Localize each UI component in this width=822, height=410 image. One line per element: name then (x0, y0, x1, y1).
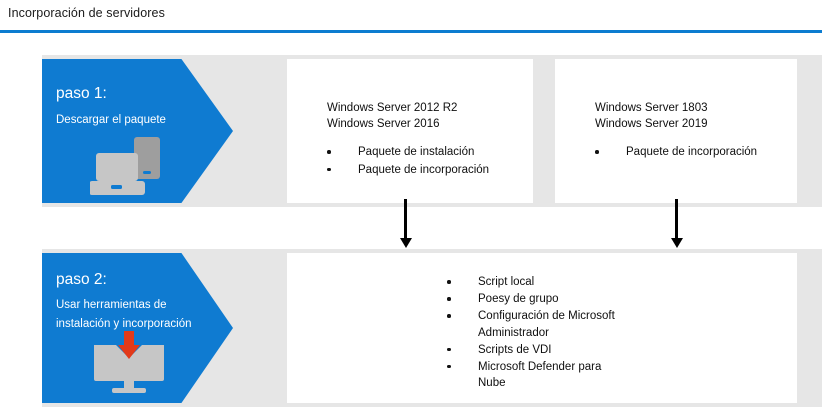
monitor-download-icon (90, 331, 168, 402)
list-item: Paquete de incorporación (595, 144, 757, 161)
step-2-subtitle: Usar herramientas de instalación y incor… (56, 299, 192, 330)
list-item: Microsoft Defender para Nube (447, 359, 615, 392)
modern-os-box: Windows Server 1803 Windows Server 2019 … (555, 59, 797, 203)
legacy-os-box: Windows Server 2012 R2 Windows Server 20… (287, 59, 533, 203)
title-underline-rule (0, 30, 822, 33)
arrow-modern-to-tools-icon (670, 199, 683, 248)
legacy-os-lines: Windows Server 2012 R2 Windows Server 20… (327, 102, 458, 130)
arrow-legacy-to-tools-icon (399, 199, 412, 248)
legacy-package-list: Paquete de instalación Paquete de incorp… (327, 144, 489, 179)
list-item: Poesy de grupo (447, 291, 615, 308)
modern-package-list: Paquete de incorporación (595, 144, 757, 162)
list-item: Paquete de instalación (327, 144, 489, 161)
list-item: Configuración de Microsoft Administrador (447, 308, 615, 341)
devices-download-icon (89, 135, 168, 202)
page-title: Incorporación de servidores (8, 6, 165, 20)
list-item: Script local (447, 274, 615, 291)
step-1-heading: paso 1: (56, 85, 107, 102)
step-2-heading: paso 2: (56, 271, 107, 288)
list-item: Scripts de VDI (447, 342, 615, 359)
modern-os-lines: Windows Server 1803 Windows Server 2019 (595, 102, 708, 130)
onboarding-tools-box: Script local Poesy de grupo Configuració… (287, 253, 797, 403)
step-1-subtitle: Descargar el paquete (56, 114, 166, 126)
onboarding-tools-list: Script local Poesy de grupo Configuració… (447, 274, 615, 392)
list-item: Paquete de incorporación (327, 162, 489, 179)
